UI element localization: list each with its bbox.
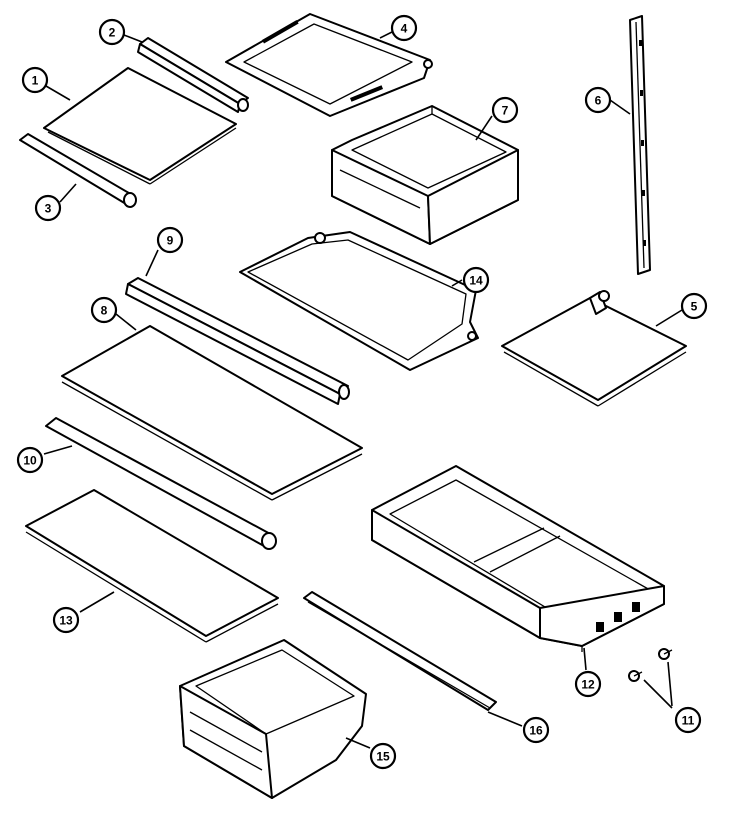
leader-lines [43, 31, 683, 749]
part-3-front-trim [19, 133, 137, 208]
callout-10-label: 10 [23, 454, 37, 468]
callout-8: 8 [90, 296, 118, 324]
callout-8-label: 8 [101, 304, 108, 318]
callout-14: 14 [462, 266, 490, 294]
callout-15: 15 [369, 742, 397, 770]
part-10-long-front-trim [45, 417, 277, 550]
callout-16: 16 [522, 716, 550, 744]
part-13-lower-shelf [25, 489, 279, 643]
callout-13-label: 13 [59, 614, 73, 628]
callout-11: 11 [674, 706, 702, 734]
part-4-crisper-cover [225, 13, 433, 117]
part-1-glass-shelf [43, 67, 237, 185]
callout-2-label: 2 [109, 26, 116, 40]
callout-12: 12 [574, 670, 602, 698]
callout-3: 3 [34, 194, 62, 222]
callout-9-label: 9 [167, 234, 174, 248]
part-11-screws [628, 648, 673, 682]
callout-16-label: 16 [529, 724, 543, 738]
callout-12-label: 12 [581, 678, 595, 692]
callout-9: 9 [156, 226, 184, 254]
callout-5: 5 [680, 292, 708, 320]
callout-2: 2 [98, 18, 126, 46]
callout-13: 13 [52, 606, 80, 634]
part-2-rear-trim [137, 37, 249, 113]
callout-10: 10 [16, 446, 44, 474]
part-15-bin-drawer [179, 639, 367, 799]
callout-5-label: 5 [691, 300, 698, 314]
part-9-long-rear-trim [125, 277, 350, 405]
part-14-cover-panel [239, 231, 479, 371]
callout-1: 1 [21, 66, 49, 94]
callout-14-label: 14 [469, 274, 483, 288]
callout-6-label: 6 [595, 94, 602, 108]
callout-6: 6 [584, 86, 612, 114]
callout-4: 4 [390, 14, 418, 42]
part-16-slide-rail [303, 591, 497, 711]
callout-11-label: 11 [682, 714, 695, 728]
part-5-small-shelf [501, 290, 687, 407]
callout-15-label: 15 [376, 750, 390, 764]
part-7-crisper-drawer [331, 105, 519, 245]
callout-4-label: 4 [401, 22, 408, 36]
part-12-meat-drawer [371, 465, 665, 652]
callout-7-label: 7 [502, 104, 509, 118]
part-8-large-glass-shelf [61, 325, 363, 501]
callout-7: 7 [491, 96, 519, 124]
part-6-shelf-rail [629, 15, 651, 275]
callout-1-label: 1 [32, 74, 39, 88]
callout-3-label: 3 [45, 202, 52, 216]
